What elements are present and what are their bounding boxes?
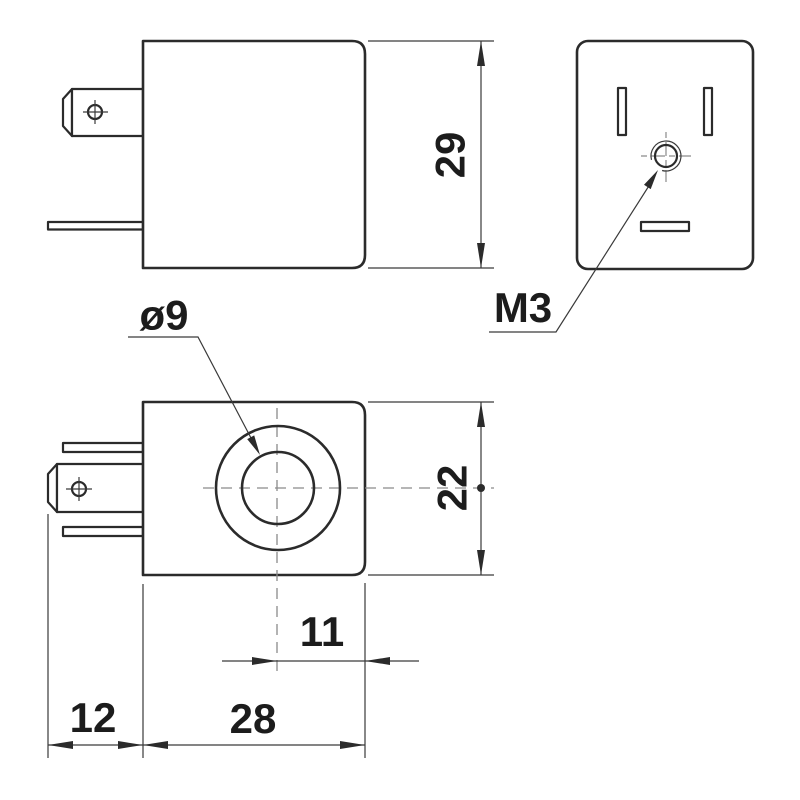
m3-label: M3 bbox=[494, 284, 552, 331]
dim-body-height: 29 bbox=[368, 40, 494, 269]
extension-lines-bottom bbox=[47, 514, 366, 758]
dia9-label: ø9 bbox=[139, 292, 188, 339]
m3-callout: M3 bbox=[489, 170, 658, 333]
m3-leader-arrow bbox=[644, 170, 658, 190]
dimension-arrow-right bbox=[252, 657, 277, 665]
dimension-arrow-left bbox=[365, 657, 390, 665]
side-view bbox=[46, 39, 367, 270]
top-view-connector-cap bbox=[46, 462, 59, 514]
top-view-upper-pin bbox=[61, 441, 145, 454]
front-view-left-slot bbox=[616, 86, 628, 137]
dimension-arrow-up bbox=[477, 402, 485, 427]
dimension-arrow-left bbox=[143, 741, 168, 749]
dimension-arrow-down bbox=[477, 550, 485, 575]
top-view-body bbox=[141, 400, 367, 577]
dia9-leader-arrow bbox=[247, 435, 260, 455]
dim-label-29: 29 bbox=[427, 132, 474, 179]
dim-label-11: 11 bbox=[300, 608, 344, 655]
dim-label-28: 28 bbox=[230, 695, 277, 742]
dimension-arrow-down bbox=[477, 243, 485, 268]
dimension-arrow-right bbox=[118, 741, 143, 749]
dim-body-width: 22 bbox=[368, 401, 494, 576]
screw-thread-arc bbox=[650, 140, 682, 172]
side-view-body bbox=[141, 39, 367, 270]
dimension-arrow-left bbox=[48, 741, 73, 749]
dim-hole-offset: 11 bbox=[222, 608, 419, 665]
top-view-boss-circle bbox=[214, 424, 342, 552]
dim-label-22: 22 bbox=[429, 465, 476, 512]
dimension-arrow-up bbox=[477, 41, 485, 66]
front-view-right-slot bbox=[702, 86, 714, 137]
top-view-lower-pin bbox=[61, 525, 145, 538]
dimension-arrow-right bbox=[340, 741, 365, 749]
dim-connector-depth: 12 bbox=[48, 694, 143, 749]
side-view-bottom-pin bbox=[46, 220, 145, 231]
top-view-connector-block bbox=[55, 462, 145, 514]
dia9-leader-line bbox=[128, 336, 252, 439]
screw-hole bbox=[653, 143, 679, 169]
front-view-body bbox=[575, 39, 755, 271]
dia9-callout: ø9 bbox=[128, 292, 260, 455]
dim-label-12: 12 bbox=[70, 694, 117, 741]
top-view bbox=[46, 400, 494, 676]
m3-leader-line bbox=[489, 180, 653, 333]
dim-body-depth: 28 bbox=[143, 695, 365, 749]
centerline-dot bbox=[477, 484, 485, 492]
front-view-ground-slot bbox=[639, 220, 691, 233]
side-view-connector-cap bbox=[61, 87, 74, 138]
top-view-hole-circle bbox=[240, 450, 316, 526]
connector-face-view bbox=[575, 39, 755, 271]
